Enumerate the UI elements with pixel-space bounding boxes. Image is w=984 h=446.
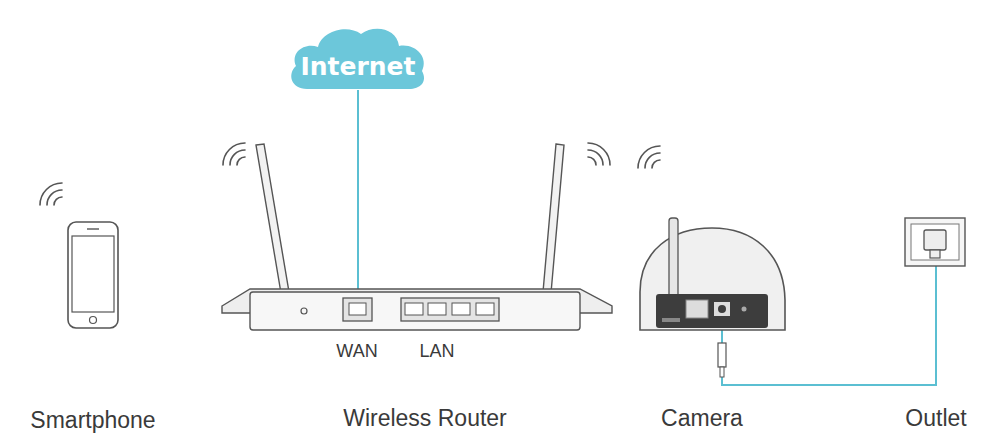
outlet-drawing — [905, 218, 965, 266]
device-node: Outlet — [905, 218, 967, 266]
wifi-signals — [40, 143, 660, 205]
cable-line — [357, 90, 359, 296]
device-node: Wireless Router — [248, 296, 582, 330]
port-label: WAN — [317, 341, 397, 362]
device-caption: Smartphone — [0, 407, 213, 434]
cable-connector — [358, 90, 359, 296]
device-caption: Outlet — [816, 405, 984, 432]
camera-drawing — [640, 218, 785, 377]
device-node: Camera — [636, 232, 786, 330]
router-drawing — [222, 144, 612, 330]
device-caption: Camera — [582, 405, 822, 432]
device-caption: Wireless Router — [305, 405, 545, 432]
cloud-node: Internet — [287, 24, 429, 90]
device-node: Smartphone — [66, 220, 120, 330]
cloud-label: Internet — [287, 52, 429, 81]
smartphone-drawing — [68, 222, 118, 328]
port-label: LAN — [397, 341, 477, 362]
